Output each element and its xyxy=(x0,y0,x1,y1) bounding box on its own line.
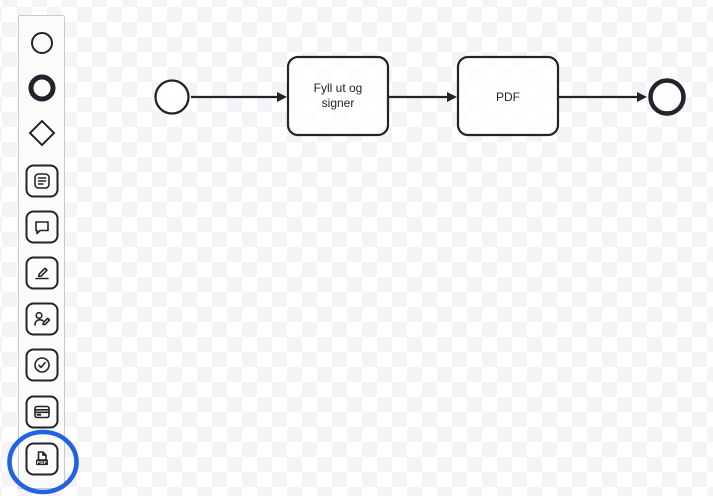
palette-start-event-tool[interactable] xyxy=(30,32,53,54)
user-pencil-icon xyxy=(33,311,50,326)
gateway-diamond-icon xyxy=(28,119,55,147)
palette-payment-task-tool[interactable] xyxy=(25,395,58,429)
palette-gateway-tool[interactable] xyxy=(28,119,55,147)
tool-palette: PDF xyxy=(18,15,65,489)
task-label-pdf: PDF xyxy=(496,90,520,104)
palette-end-event-tool[interactable] xyxy=(28,74,55,102)
form-lines-icon xyxy=(33,173,50,189)
palette-pdf-task-tool[interactable]: PDF xyxy=(25,442,58,476)
palette-form-task-tool[interactable] xyxy=(25,164,58,198)
check-circle-icon xyxy=(33,357,50,373)
pdf-document-icon: PDF xyxy=(35,451,48,466)
palette-approve-task-tool[interactable] xyxy=(25,348,58,382)
palette-user-sign-task-tool[interactable] xyxy=(25,302,58,336)
palette-signature-task-tool[interactable] xyxy=(25,256,58,290)
task-label-line1: Fyll ut og xyxy=(314,81,363,95)
end-event-thick-circle-icon xyxy=(28,74,55,102)
credit-card-icon xyxy=(33,405,50,419)
speech-bubble-icon xyxy=(34,221,49,235)
task-label-line2: signer xyxy=(322,96,355,110)
start-event-node[interactable] xyxy=(154,79,190,115)
palette-message-task-tool[interactable] xyxy=(25,210,58,244)
task-node-fyll-ut-og-signer[interactable] xyxy=(286,55,390,137)
pencil-signature-icon xyxy=(34,267,49,280)
task-node-pdf[interactable] xyxy=(456,55,560,137)
end-event-node[interactable] xyxy=(648,78,686,116)
start-event-circle-icon xyxy=(30,32,53,54)
pdf-icon-label: PDF xyxy=(36,460,47,466)
